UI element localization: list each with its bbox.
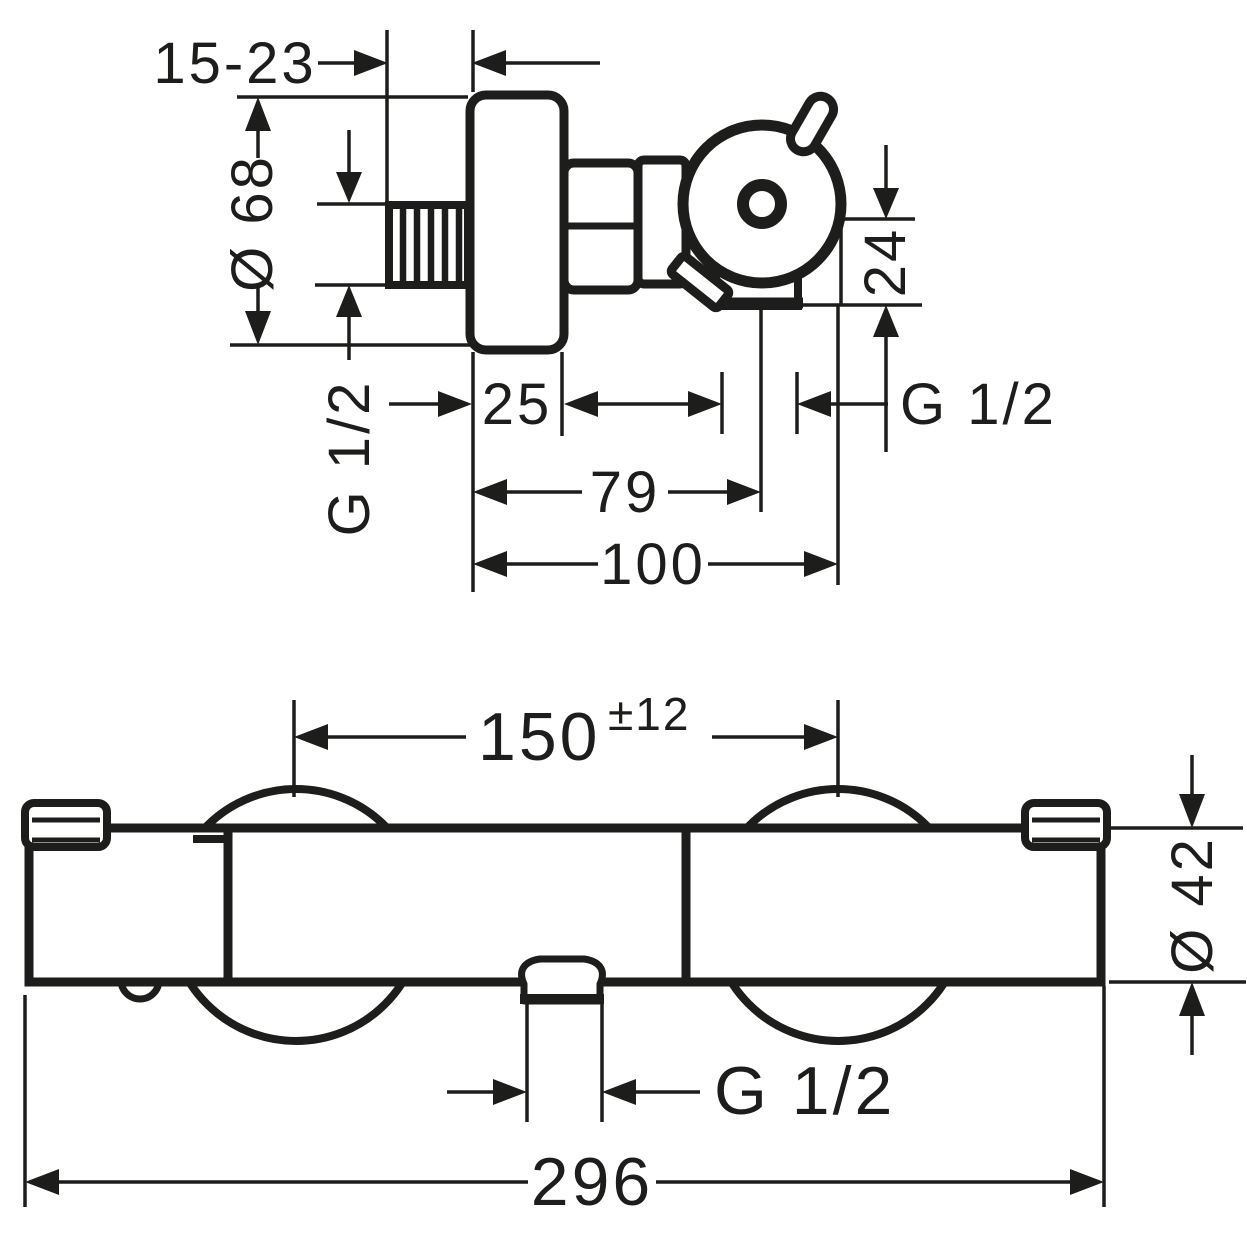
inlet-thread-label: G 1/2 — [317, 380, 382, 537]
dimension-outlet-thread: G 1/2 — [688, 372, 1057, 437]
bottom-outlet — [518, 955, 606, 1005]
outlet-drop-label: 24 — [853, 227, 918, 298]
dimension-body-diameter: Ø 42 — [1109, 755, 1246, 1055]
dimension-escutcheon-depth: 25 — [389, 372, 690, 437]
dimension-overall-width: 296 — [23, 986, 1106, 1220]
union-nut — [559, 158, 643, 295]
escutcheon-plate — [465, 90, 569, 355]
dimension-outlet-drop: 24 — [800, 145, 922, 452]
dimension-inlet-thread: G 1/2 — [315, 130, 389, 536]
dimension-offset-range: 15-23 — [153, 31, 600, 96]
handle-hub — [737, 179, 787, 229]
outlet-thread-label: G 1/2 — [900, 372, 1057, 437]
dimension-outlet-center-distance: 79 — [473, 308, 763, 525]
connection-distance-label: 150 — [478, 699, 600, 775]
temperature-handle-knob — [21, 799, 111, 851]
overall-depth-label: 100 — [600, 532, 706, 597]
body-diameter-label: Ø 42 — [1160, 836, 1225, 974]
escutcheon-depth-label: 25 — [482, 372, 553, 437]
overall-width-label: 296 — [531, 1144, 653, 1220]
handle-lever — [786, 91, 838, 157]
temperature-stop-tab — [666, 251, 734, 313]
connection-tolerance-label: ±12 — [608, 688, 690, 740]
offset-range-label: 15-23 — [153, 31, 316, 96]
bottom-view: 150 ±12 Ø 42 G 1/2 — [21, 688, 1246, 1220]
dimension-bottom-outlet-thread: G 1/2 — [447, 1004, 895, 1129]
top-view: 15-23 Ø 68 G 1/2 — [153, 30, 1057, 597]
escutcheon-diameter-label: Ø 68 — [220, 154, 285, 292]
volume-handle-knob — [1021, 799, 1111, 851]
bottom-outlet-thread-label: G 1/2 — [714, 1053, 895, 1129]
outlet-center-distance-label: 79 — [590, 460, 661, 525]
dimension-connection-distance: 150 ±12 — [292, 688, 840, 797]
supply-pipe — [385, 201, 472, 289]
dimension-overall-depth: 100 — [473, 306, 840, 597]
